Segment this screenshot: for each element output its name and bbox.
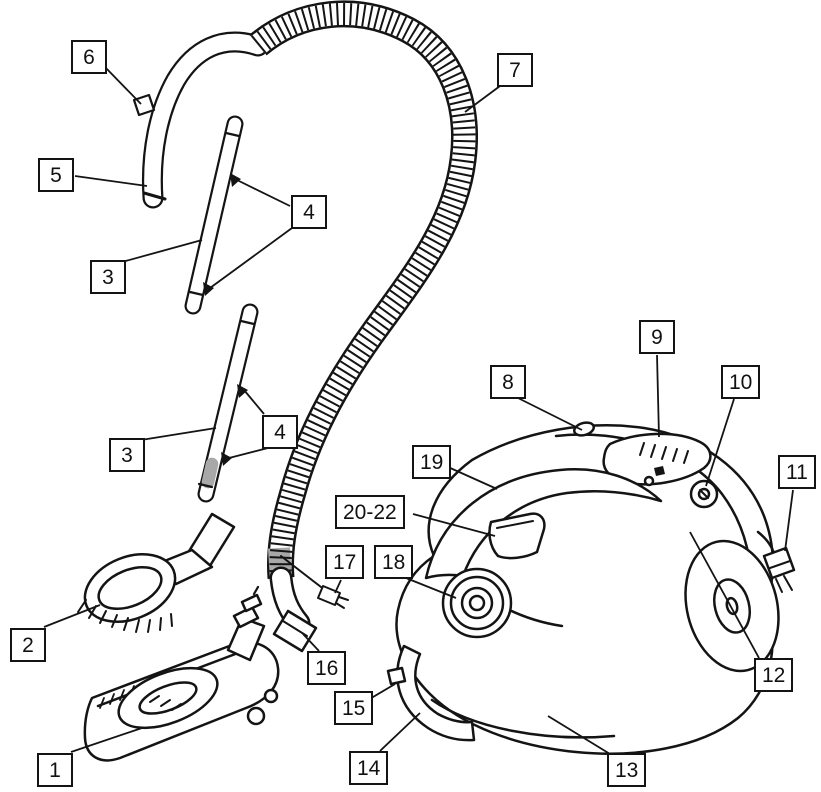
hose-end-cuff [272,609,318,653]
callout-16: 16 [307,651,347,685]
leader-line [121,239,203,263]
callout-10: 10 [721,365,761,399]
hose-inlet [441,567,513,639]
leader-line [705,398,735,487]
panel-vent-slats [639,442,689,464]
callout-8: 8 [490,365,526,399]
leader-line [209,227,293,289]
bumper-clip [386,666,407,686]
leader-line [228,447,269,459]
wand-clip-button [237,384,248,398]
nozzle-grille [149,695,182,711]
nozzle-wheel [246,706,266,726]
leader-line [103,65,142,105]
leader-line [236,179,291,207]
callout-17: 17 [325,545,365,579]
panel-switch [654,466,665,476]
hose-assembly [132,0,478,653]
callout-3-upper: 3 [90,260,126,294]
hose-ribs [250,2,476,579]
callout-1: 1 [37,753,73,787]
wand-clip-button [230,173,241,187]
callout-14: 14 [349,751,389,785]
leader-line [656,354,660,438]
leader-line [70,727,143,753]
leader-line [379,712,421,752]
nozzle-swivel-neck [226,616,266,662]
callout-4-lower: 4 [262,415,298,449]
callout-13: 13 [607,753,647,787]
leader-line [334,579,342,594]
callout-4-upper: 4 [291,195,327,229]
callout-12: 12 [754,658,794,692]
nozzle-wheel [263,688,279,704]
lid-latch [572,421,596,437]
handle-mount-fitting [488,512,546,560]
leader-line [464,85,501,113]
callout-5: 5 [38,158,74,192]
leader-line [302,633,320,652]
grip-latch [132,93,156,117]
leader-line [689,531,760,659]
callout-20-22: 20-22 [335,495,405,529]
extension-wand-upper [184,115,244,315]
leader-line [43,604,101,628]
plug-prong [775,578,783,593]
dusting-brush [77,512,236,633]
plug-prong [783,575,793,591]
leader-line [405,577,457,599]
wand-grip-band [201,457,219,489]
callout-15: 15 [334,691,374,725]
leader-line [412,513,496,537]
callout-6: 6 [71,40,107,74]
callout-3-lower: 3 [109,438,145,472]
cord-connector-plug [317,585,341,606]
wand-clip-button [221,452,232,466]
callout-2: 2 [10,628,46,662]
vacuum-drawing [77,0,796,762]
wand-clip-button [203,282,214,296]
callout-9: 9 [639,320,675,354]
extension-wand-lower [197,303,259,503]
leader-line [547,715,611,755]
leader-line [517,397,583,431]
leader-line [243,389,265,415]
callout-19: 19 [412,445,452,479]
leader-line [784,489,794,552]
control-panel [602,432,712,486]
panel-indicator [643,475,655,487]
leader-line [140,427,217,441]
leader-line [447,466,498,490]
power-plug [762,546,796,580]
brush-bristles [77,599,173,633]
callout-11: 11 [778,455,816,489]
callout-7: 7 [497,53,533,87]
callout-18: 18 [374,545,414,579]
leader-line [74,175,148,187]
